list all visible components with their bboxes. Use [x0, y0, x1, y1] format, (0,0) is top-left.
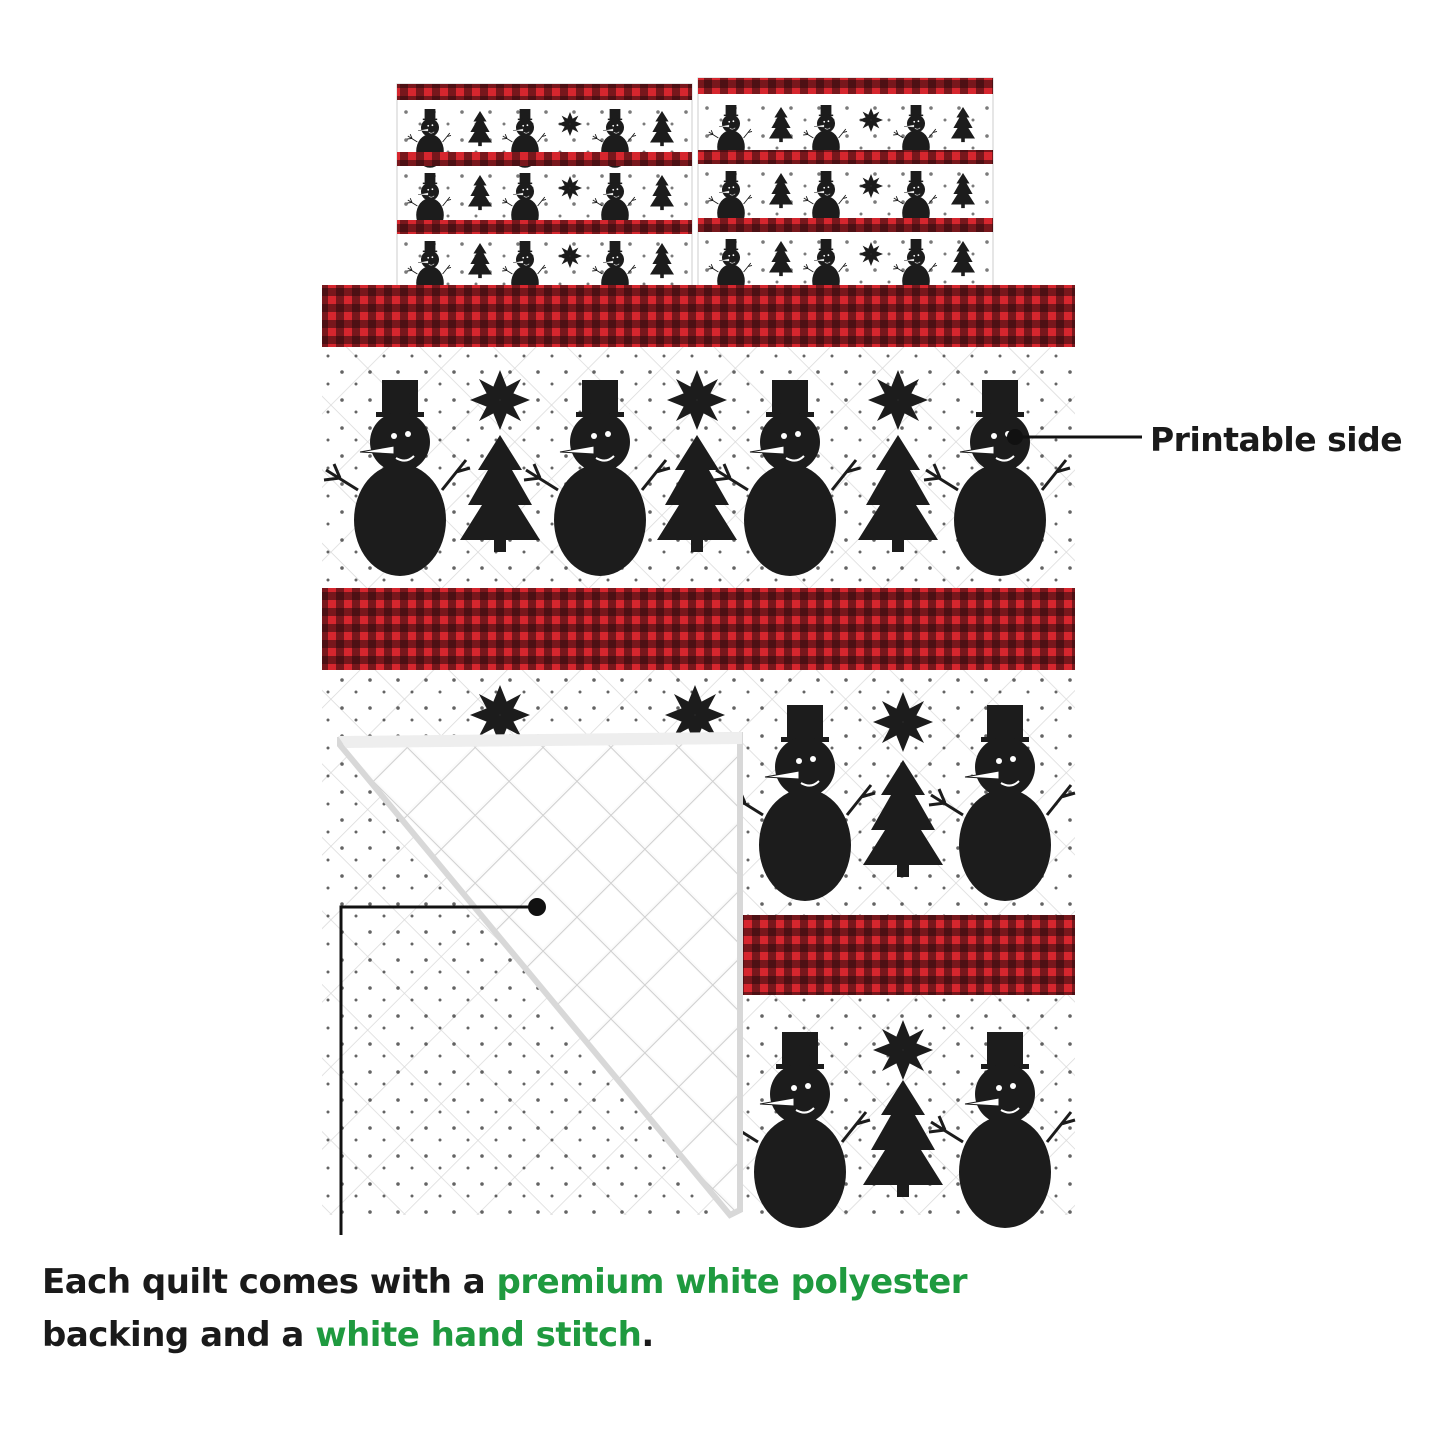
backing-pointer [339, 898, 546, 1235]
caption-text: backing and a [42, 1315, 316, 1355]
pillowcase-right [697, 77, 994, 298]
printable-side-label: Printable side [1150, 420, 1403, 459]
quilt-white-backing [337, 731, 743, 1219]
printable-side-pointer [1007, 429, 1142, 445]
caption-line-1: Each quilt comes with a premium white po… [42, 1262, 968, 1302]
caption-highlight: white hand stitch [315, 1315, 642, 1355]
caption-text: Each quilt comes with a [42, 1262, 497, 1302]
caption-line-2: backing and a white hand stitch. [42, 1315, 654, 1355]
pillowcase-left [396, 83, 693, 300]
caption-highlight: premium white polyester [496, 1262, 968, 1302]
caption-text: . [641, 1315, 654, 1355]
